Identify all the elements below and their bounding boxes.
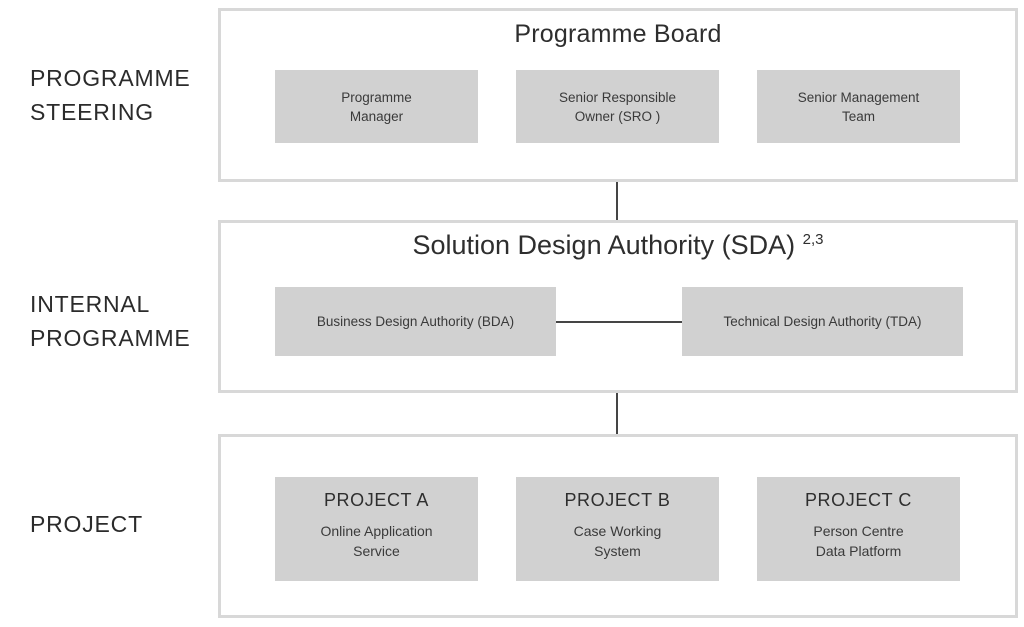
sda-title: Solution Design Authority (SDA) 2,3 [221, 230, 1015, 261]
sda-title-text: Solution Design Authority (SDA) [412, 230, 796, 260]
programme-board-title: Programme Board [514, 20, 722, 48]
programme-board-box-row: Programme Manager Senior Responsible Own… [275, 70, 960, 143]
sda-title-superscript: 2,3 [802, 231, 824, 248]
connector-board-to-sda [616, 182, 618, 220]
connector-bda-to-tda [556, 321, 682, 323]
solution-design-authority-section: Solution Design Authority (SDA) 2,3 Busi… [218, 220, 1018, 393]
project-section: PROJECT A Online Application Service PRO… [218, 434, 1018, 618]
row-label-programme-steering: PROGRAMME STEERING [30, 65, 191, 125]
business-design-authority-box: Business Design Authority (BDA) [275, 287, 556, 356]
project-b-title: PROJECT B [564, 490, 671, 510]
project-b-subtitle: Case Working System [573, 523, 662, 559]
senior-management-team-label: Senior Management Team [797, 89, 920, 124]
project-box-row: PROJECT A Online Application Service PRO… [275, 477, 960, 581]
project-c-box: PROJECT C Person Centre Data Platform [757, 477, 960, 581]
senior-management-team-box: Senior Management Team [757, 70, 960, 143]
row-label-internal-programme: INTERNAL PROGRAMME [30, 291, 191, 351]
row-label-project: PROJECT [30, 511, 143, 537]
project-b-box: PROJECT B Case Working System [516, 477, 719, 581]
programme-manager-label: Programme Manager [341, 89, 412, 124]
senior-responsible-owner-box: Senior Responsible Owner (SRO ) [516, 70, 719, 143]
programme-board-section: Programme Board Programme Manager Senior… [218, 8, 1018, 182]
project-c-title: PROJECT C [804, 490, 913, 510]
programme-manager-box: Programme Manager [275, 70, 478, 143]
project-a-title: PROJECT A [323, 490, 430, 510]
connector-sda-to-project [616, 393, 618, 434]
project-a-subtitle: Online Application Service [320, 523, 433, 559]
senior-responsible-owner-label: Senior Responsible Owner (SRO ) [558, 89, 677, 124]
project-a-box: PROJECT A Online Application Service [275, 477, 478, 581]
project-c-subtitle: Person Centre Data Platform [813, 523, 904, 559]
technical-design-authority-label: Technical Design Authority (TDA) [723, 314, 922, 329]
technical-design-authority-box: Technical Design Authority (TDA) [682, 287, 963, 356]
business-design-authority-label: Business Design Authority (BDA) [316, 314, 515, 329]
